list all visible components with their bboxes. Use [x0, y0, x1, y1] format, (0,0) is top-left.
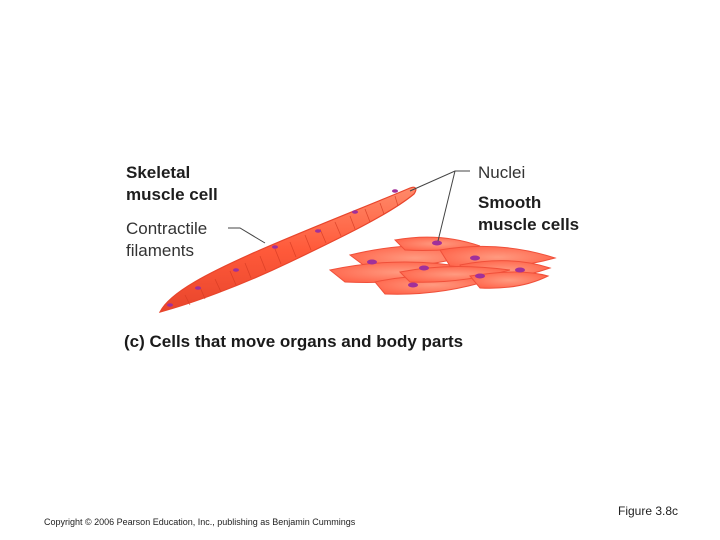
nucleus — [272, 245, 278, 249]
label-smooth-line2: muscle cells — [478, 215, 579, 234]
striations — [184, 195, 399, 306]
label-skeletal-line2: muscle cell — [126, 185, 218, 204]
nucleus — [392, 189, 398, 193]
label-contractile-line1: Contractile — [126, 219, 207, 238]
label-contractile-line2: filaments — [126, 241, 194, 260]
nucleus — [233, 268, 239, 272]
leader-lines — [228, 170, 470, 244]
nucleus — [408, 282, 418, 288]
figure-caption: (c) Cells that move organs and body part… — [124, 332, 463, 351]
label-smooth-line1: Smooth — [478, 193, 541, 212]
leader-line-nuclei-skeletal — [409, 170, 470, 192]
copyright-notice: Copyright © 2006 Pearson Education, Inc.… — [44, 517, 356, 527]
nucleus — [432, 240, 442, 246]
nucleus — [195, 286, 201, 290]
label-nuclei: Nuclei — [478, 163, 525, 182]
nucleus — [470, 255, 480, 261]
nucleus — [167, 303, 173, 307]
smooth-cell — [398, 265, 511, 283]
nucleus — [419, 265, 429, 271]
smooth-cell — [469, 271, 550, 289]
leader-line-nuclei-smooth — [437, 170, 456, 242]
nucleus — [367, 259, 377, 265]
smooth-muscle-cells — [328, 236, 557, 295]
figure-number: Figure 3.8c — [618, 504, 679, 518]
skeletal-muscle-cell — [158, 186, 417, 313]
nucleus — [315, 229, 321, 233]
nucleus — [515, 267, 525, 273]
skeletal-fiber — [158, 186, 417, 313]
nucleus — [475, 273, 485, 279]
label-skeletal-line1: Skeletal — [126, 163, 190, 182]
leader-line-contractile — [228, 227, 266, 244]
nucleus — [352, 210, 358, 214]
